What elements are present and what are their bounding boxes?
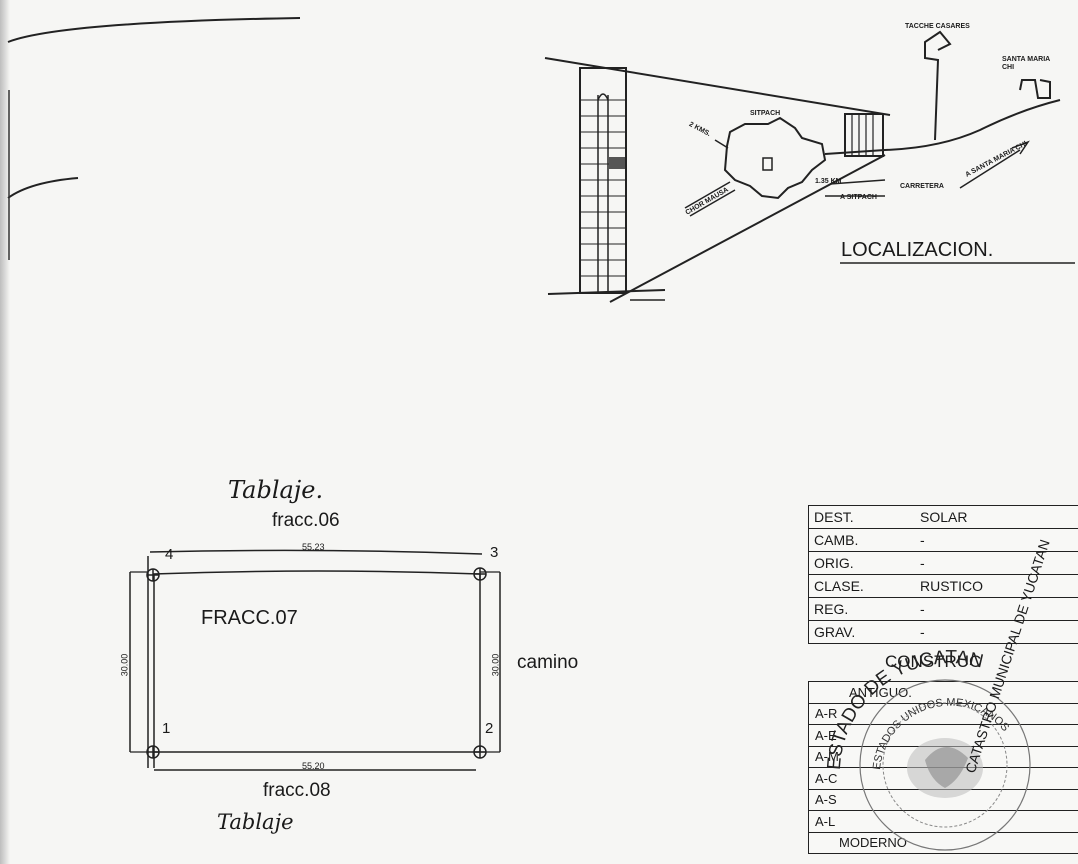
place-dist: 1.35 KM — [815, 178, 842, 185]
vertex-2: 2 — [485, 720, 494, 737]
top-fracc-label: fracc.06 — [272, 510, 340, 531]
table-row: CAMB.- — [809, 529, 1078, 552]
dim-left: 30.00 — [119, 653, 130, 677]
info-table: DEST.SOLAR CAMB.- ORIG.- CLASE.RUSTICO R… — [808, 505, 1078, 644]
place-sitpach: SITPACH — [750, 110, 781, 117]
map-title: LOCALIZACION. — [841, 239, 994, 261]
cons-header: CONSTRUC — [885, 652, 982, 671]
vertex-3: 3 — [490, 544, 499, 561]
bottom-tablaje-label: Tablaje — [217, 810, 294, 834]
table-row: REG.- — [809, 598, 1078, 621]
place-santa-maria: SANTA MARIA CHI — [1002, 56, 1050, 71]
table-row: GRAV.- — [814, 624, 925, 640]
table-row: DEST.SOLAR — [809, 506, 1078, 529]
vertex-4: 4 — [165, 546, 174, 563]
bottom-fracc-label: fracc.08 — [263, 780, 331, 801]
table-row: ORIG.- — [809, 552, 1078, 575]
table-row: A-R — [809, 704, 1078, 725]
place-tacche: TACCHE CASARES — [905, 23, 970, 30]
scan-edge — [0, 0, 10, 864]
dim-top: 55.23 — [302, 542, 325, 552]
official-seal: ESTADO DE YUCATAN ESTADOS UNIDOS MEXICAN… — [824, 647, 1031, 851]
top-tablaje-label: Tablaje. — [228, 476, 324, 504]
vertex-1: 1 — [162, 720, 171, 737]
place-carretera: CARRETERA — [900, 183, 944, 190]
table-row: A-S — [809, 790, 1078, 811]
camino-label: camino — [517, 652, 579, 673]
boundary-arcs — [7, 17, 301, 260]
place-a-sitpach: A SITPACH — [840, 194, 877, 201]
location-map — [544, 30, 1075, 303]
dim-right: 30.00 — [490, 653, 501, 677]
table-row: A-L — [809, 811, 1078, 833]
plot-drawing — [129, 549, 501, 771]
table-row: CLASE.RUSTICO — [809, 575, 1078, 598]
center-fracc-label: FRACC.07 — [201, 607, 298, 629]
table-row: MODERNO — [839, 835, 907, 851]
dim-bottom: 55.20 — [302, 761, 325, 771]
